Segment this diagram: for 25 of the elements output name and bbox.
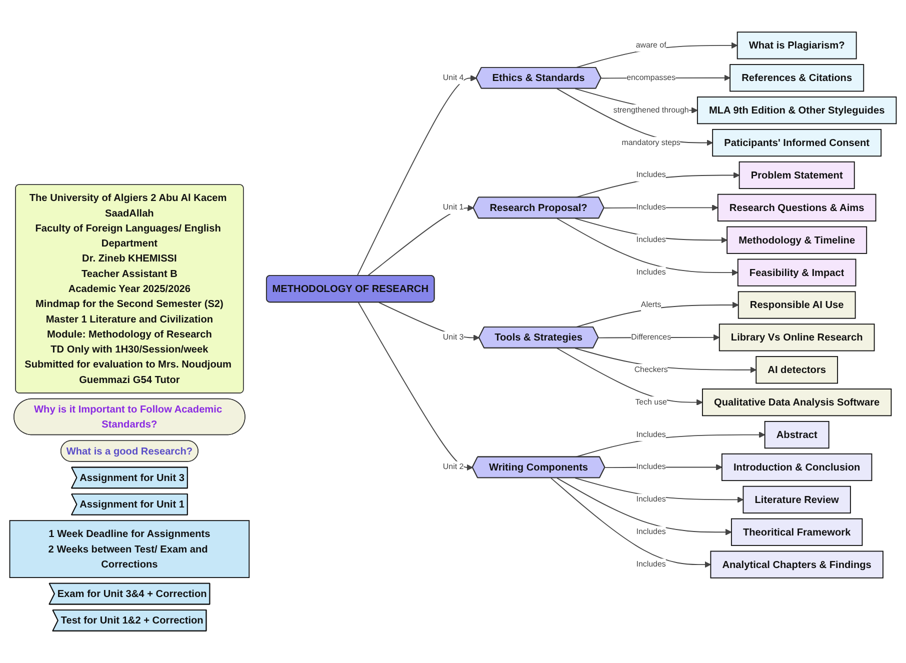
node-box: Introduction & Conclusion bbox=[721, 453, 872, 482]
node-box: Analytical Chapters & Findings bbox=[710, 550, 884, 578]
node-box: Methodology & Timeline bbox=[726, 226, 868, 254]
node-box: Research Questions & Aims bbox=[717, 194, 876, 222]
node-box: AI detectors bbox=[756, 356, 838, 384]
arrow bbox=[378, 302, 480, 341]
arrow bbox=[358, 302, 473, 471]
node-box: Theoritical Framework bbox=[730, 518, 863, 546]
node-box: Paticipants' Informed Consent bbox=[712, 128, 882, 157]
node-box: Library Vs Online Research bbox=[718, 324, 875, 352]
arrow bbox=[556, 348, 703, 406]
arrow bbox=[356, 74, 477, 276]
node-box: MLA 9th Edition & Other Styleguides bbox=[696, 96, 897, 124]
node-box: Problem Statement bbox=[738, 161, 855, 190]
arrow bbox=[367, 204, 474, 276]
node-box: References & Citations bbox=[730, 64, 864, 92]
node-box: Abstract bbox=[764, 420, 830, 449]
node-box: Qualitative Data Analysis Software bbox=[702, 388, 892, 416]
arrow bbox=[550, 478, 711, 568]
arrow bbox=[556, 478, 732, 536]
node-box: Feasibility & Impact bbox=[737, 258, 856, 286]
node-box: Responsible AI Use bbox=[738, 291, 856, 319]
node-box: What is Plagiarism? bbox=[736, 32, 857, 60]
node-box: 1 Week Deadline for Assignments 2 Weeks between Test/ Exam and Corrections bbox=[9, 520, 250, 578]
node-box: Literature Review bbox=[742, 486, 851, 514]
